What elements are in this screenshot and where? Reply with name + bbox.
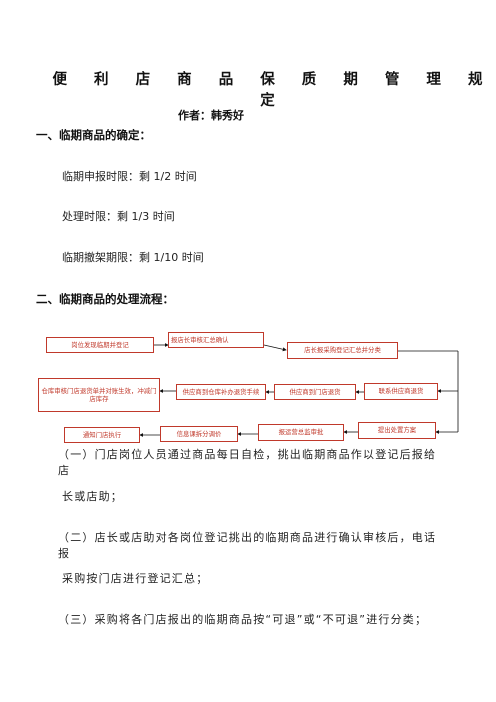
flow-box-register: 岗位发现临期并登记: [46, 337, 154, 353]
connector-line: [263, 344, 287, 352]
flow-box-supplier-warehouse: 供应商到仓库补办退货手续: [176, 384, 266, 400]
body-paragraph: （三）采购将各门店报出的临期商品按“可退”或“不可退”进行分类；: [58, 613, 428, 626]
section2-heading: 二、临期商品的处理流程：: [36, 292, 174, 306]
flow-box-disposal-plan: 提出处置方案: [358, 422, 436, 439]
section1-line: 临期撤架期限：剩 1/10 时间: [62, 251, 204, 264]
section1-line: 临期申报时限：剩 1/2 时间: [62, 170, 197, 183]
document-author: 作者：韩秀好: [178, 109, 244, 122]
flow-box-procurement-classify: 店长报采购登记汇总并分类: [287, 342, 398, 359]
document-title: 便 利 店 商 品 保 质 期 管 理 规 定: [52, 72, 494, 109]
body-paragraph: 长或店助；: [62, 490, 123, 503]
section1-line: 处理时限：剩 1/3 时间: [62, 210, 175, 223]
body-paragraph: 采购按门店进行登记汇总；: [62, 572, 209, 585]
body-paragraph: （二）店长或店助对各岗位登记挑出的临期商品进行确认审核后，电话报: [58, 531, 437, 560]
flow-box-contact-supplier: 联系供应商退货: [364, 383, 438, 400]
flow-box-supplier-store-return: 供应商到门店退货: [274, 384, 356, 400]
flow-box-price-adjust: 信息课拆分调价: [160, 426, 238, 442]
flow-box-warehouse-audit: 仓库审核门店退货单并对账生效，冲减门店库存: [38, 378, 160, 412]
section1-heading: 一、临期商品的确定：: [36, 128, 151, 142]
body-paragraph: （一）门店岗位人员通过商品每日自检，挑出临期商品作以登记后报给店: [58, 448, 437, 477]
flow-box-manager-review: 报店长审核汇总确认: [168, 332, 264, 348]
flow-box-director-approval: 报运营总监审批: [258, 424, 344, 441]
flow-box-notify-store: 通知门店执行: [64, 427, 140, 443]
